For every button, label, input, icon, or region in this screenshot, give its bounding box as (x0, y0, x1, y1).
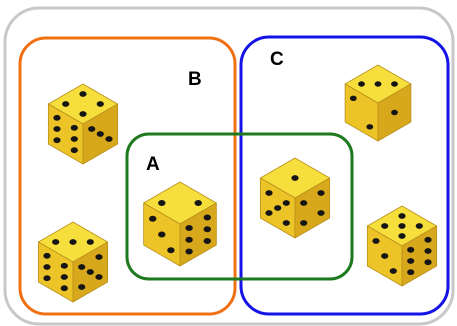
die-pip (358, 81, 365, 86)
die-pip (95, 254, 102, 260)
die-pip (375, 81, 382, 86)
die-pip (317, 210, 324, 216)
die-c-top (345, 65, 411, 141)
die-pip (97, 101, 104, 107)
die-pip (407, 258, 414, 264)
die-pip (71, 125, 78, 131)
die-pip (53, 126, 60, 132)
die-pip (195, 200, 202, 206)
die-pip (381, 253, 388, 259)
die-pip (52, 239, 59, 245)
die-pip (398, 223, 405, 229)
die-pip (300, 220, 307, 226)
die-pip (283, 200, 290, 206)
dice-layer (38, 65, 436, 302)
die-pip (95, 274, 102, 280)
die-pip (149, 216, 156, 222)
die-pip (204, 226, 211, 232)
die-pip (204, 215, 211, 221)
die-pip (265, 210, 272, 216)
set-c-label: C (270, 49, 284, 70)
die-pip (390, 268, 397, 274)
die-pip (43, 264, 50, 270)
die-pip (265, 190, 272, 196)
die-pip (407, 247, 414, 253)
die-a-die (144, 182, 217, 266)
die-pip (366, 124, 373, 129)
die-pip (391, 110, 398, 115)
die-pip (300, 200, 307, 206)
die-b-top (48, 84, 117, 164)
die-pip (105, 136, 112, 142)
die-pip (97, 131, 104, 137)
die-pip (53, 137, 60, 143)
die-pip (167, 247, 174, 253)
die-pip (79, 111, 86, 117)
die-pip (78, 284, 85, 290)
die-pip (71, 147, 78, 153)
die-pip (204, 238, 211, 244)
die-pip (61, 274, 68, 280)
die-pip (87, 269, 94, 275)
die-pip (61, 285, 68, 291)
die-pip (61, 263, 68, 269)
die-pip (424, 259, 431, 265)
die-pip (317, 190, 324, 196)
die-pip (53, 115, 60, 121)
die-pip (185, 225, 192, 231)
die-pip (158, 200, 165, 206)
die-pip (62, 101, 69, 107)
die-pip (407, 269, 414, 275)
die-pip (69, 239, 76, 245)
die-pip (398, 213, 405, 219)
die-pip (398, 233, 405, 239)
die-pip (424, 237, 431, 243)
die-pip (87, 239, 94, 245)
die-pip (283, 220, 290, 226)
die-ac-overlap (260, 158, 329, 238)
die-pip (158, 232, 165, 238)
die-pip (424, 248, 431, 254)
die-pip (185, 237, 192, 243)
die-pip (78, 264, 85, 270)
die-pip (185, 249, 192, 255)
die-pip (350, 96, 357, 101)
die-pip (274, 205, 281, 211)
die-pip (43, 253, 50, 259)
die-pip (372, 238, 379, 244)
die-pip (416, 223, 423, 229)
die-pip (43, 275, 50, 281)
die-pip (79, 91, 86, 97)
die-b-bottom (38, 222, 107, 302)
set-a-label: A (146, 154, 160, 175)
die-pip (291, 175, 298, 181)
die-pip (71, 136, 78, 142)
die-pip (88, 126, 95, 132)
die-c-bottom (367, 206, 436, 286)
die-pip (381, 223, 388, 229)
set-b-label: B (188, 69, 202, 90)
die-pip (391, 81, 398, 86)
